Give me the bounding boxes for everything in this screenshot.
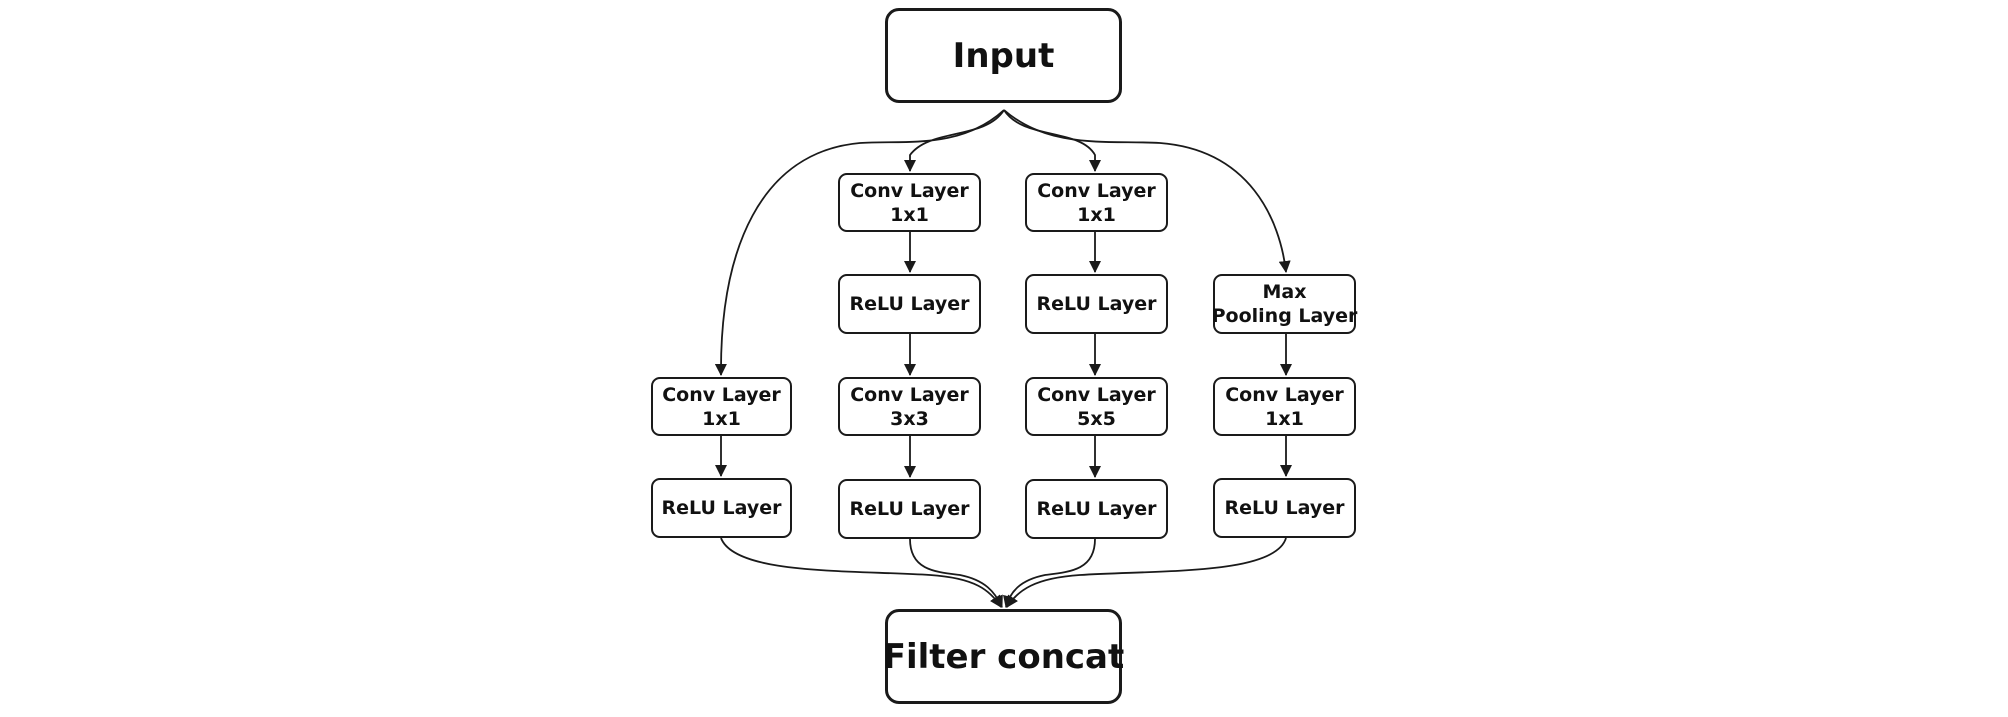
b2-conv-1x1-node: Conv Layer 1x1 — [838, 173, 981, 232]
layer-line1: Conv Layer — [850, 383, 969, 406]
layer-line2: 1x1 — [1077, 203, 1116, 226]
b3-conv-5x5-node: Conv Layer 5x5 — [1025, 377, 1168, 436]
layer-line1: Conv Layer — [1225, 383, 1344, 406]
b3-conv-1x1-node: Conv Layer 1x1 — [1025, 173, 1168, 232]
b4-conv-1x1-node: Conv Layer 1x1 — [1213, 377, 1356, 436]
b3-relu-1-node: ReLU Layer — [1025, 274, 1168, 334]
layer-line1: Conv Layer — [850, 179, 969, 202]
edge-input-to-b2-conv — [904, 109, 1005, 172]
layer-line1: ReLU Layer — [1036, 293, 1157, 315]
layer-line1: Max — [1262, 281, 1307, 303]
layer-line2: 1x1 — [1265, 407, 1304, 430]
layer-line2: 1x1 — [890, 203, 929, 226]
layer-line1: ReLU Layer — [849, 498, 970, 520]
b1-relu-node: ReLU Layer — [651, 478, 792, 538]
edge-input-to-b1-conv — [714, 109, 1005, 376]
edge-b2-relu-to-concat — [909, 538, 1003, 608]
edge-b4-relu-to-concat — [1006, 537, 1287, 608]
layer-line2: 1x1 — [702, 407, 741, 430]
b2-relu-1-node: ReLU Layer — [838, 274, 981, 334]
layer-line1: ReLU Layer — [661, 497, 782, 519]
edge-b1-relu-to-concat — [720, 537, 1002, 608]
edge-input-to-b3-conv — [1003, 109, 1101, 172]
filter-concat-label: Filter concat — [882, 636, 1125, 677]
edge-input-to-b4-pool — [1003, 109, 1291, 273]
b3-relu-2-node: ReLU Layer — [1025, 479, 1168, 539]
layer-line2: 3x3 — [890, 407, 929, 430]
layer-line1: ReLU Layer — [1224, 497, 1345, 519]
edge-b3-relu-to-concat — [1003, 538, 1096, 608]
layer-line1: Conv Layer — [1037, 383, 1156, 406]
layer-line2: Pooling Layer — [1211, 305, 1358, 327]
filter-concat-node: Filter concat — [882, 609, 1125, 704]
b1-conv-1x1-node: Conv Layer 1x1 — [651, 377, 792, 436]
layer-line2: 5x5 — [1077, 407, 1116, 430]
b4-max-pooling-node: Max Pooling Layer — [1211, 274, 1358, 334]
input-label: Input — [952, 35, 1055, 76]
layer-line1: ReLU Layer — [1036, 498, 1157, 520]
input-node: Input — [885, 8, 1122, 103]
layer-line1: ReLU Layer — [849, 293, 970, 315]
b2-conv-3x3-node: Conv Layer 3x3 — [838, 377, 981, 436]
b2-relu-2-node: ReLU Layer — [838, 479, 981, 539]
layer-line1: Conv Layer — [1037, 179, 1156, 202]
layer-line1: Conv Layer — [662, 383, 781, 406]
b4-relu-node: ReLU Layer — [1213, 478, 1356, 538]
